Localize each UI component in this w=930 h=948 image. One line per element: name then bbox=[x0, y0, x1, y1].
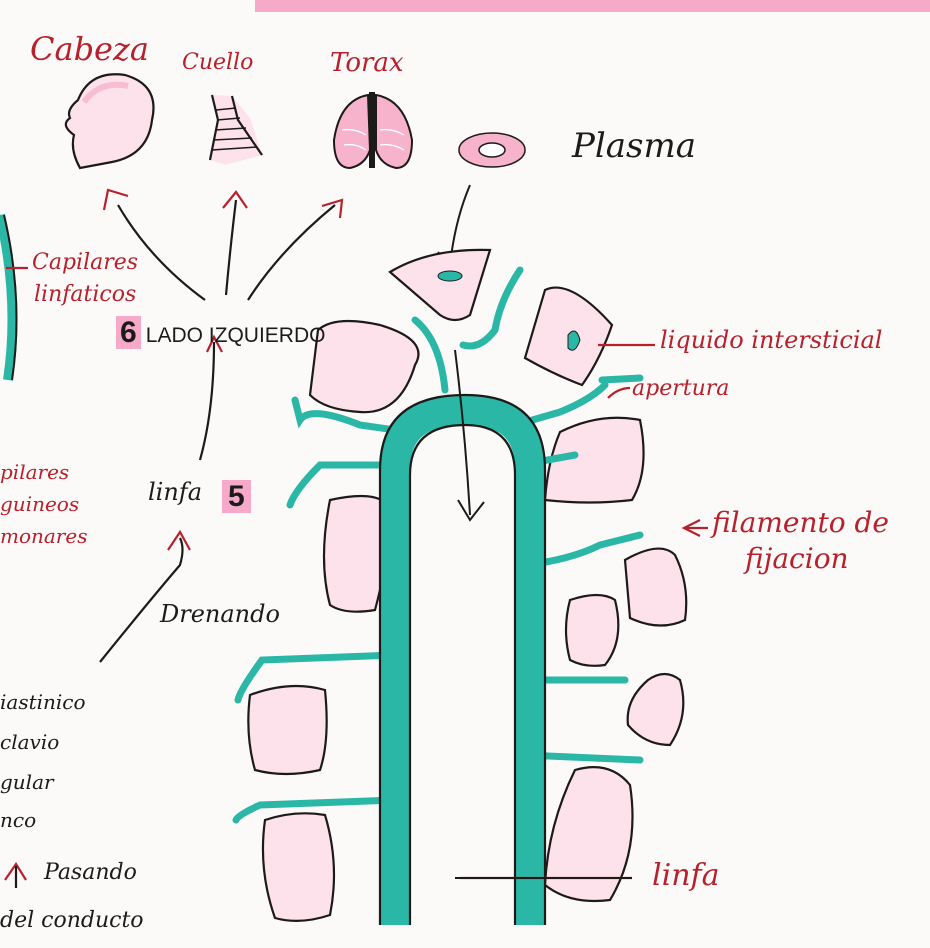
tissue-cell bbox=[324, 496, 388, 612]
label-filamento-2: fijacion bbox=[745, 542, 849, 575]
lungs-icon bbox=[334, 92, 412, 168]
label-del-conducto: del conducto bbox=[0, 908, 144, 933]
top-highlight-band bbox=[255, 0, 930, 12]
label-torax: Torax bbox=[330, 48, 404, 78]
lado-izquierdo-row: 6 LADO IZQUIERDO bbox=[116, 316, 325, 350]
lymphatic-capillary bbox=[395, 410, 530, 925]
label-lado-izquierdo: LADO IZQUIERDO bbox=[146, 324, 326, 347]
tissue-cell bbox=[263, 813, 334, 921]
tissue-cell bbox=[248, 686, 326, 774]
left-vessel-edge bbox=[0, 215, 13, 380]
tissue-cell bbox=[545, 767, 633, 901]
label-mediastinico: iastinico bbox=[0, 690, 86, 714]
tissue-cell bbox=[628, 674, 684, 745]
label-capilares-linfaticos-1: Capilares bbox=[32, 250, 138, 275]
tissue-cell bbox=[310, 321, 418, 412]
head-icon bbox=[66, 74, 154, 168]
label-cabeza: Cabeza bbox=[30, 30, 149, 68]
label-subclavio: clavio bbox=[0, 730, 59, 754]
label-cuello: Cuello bbox=[182, 50, 253, 75]
label-plasma: Plasma bbox=[572, 126, 696, 166]
label-filamento-1: filamento de bbox=[712, 506, 889, 539]
tissue-cell bbox=[390, 250, 490, 320]
flow-arrow bbox=[455, 350, 470, 515]
step-6-badge: 6 bbox=[116, 316, 141, 349]
label-capilares-linfaticos-2: linfaticos bbox=[34, 282, 136, 307]
label-capilares-sanguineos-3: monares bbox=[0, 524, 87, 548]
label-pasando: Pasando bbox=[44, 860, 137, 885]
plasma-cell-icon bbox=[459, 133, 525, 167]
label-yugular: gular bbox=[0, 770, 54, 794]
label-tronco: nco bbox=[0, 808, 36, 832]
tissue-cell bbox=[625, 549, 686, 626]
flow-arrowhead bbox=[458, 500, 484, 520]
arrows-to-regions bbox=[118, 200, 335, 300]
label-linfa-bottom: linfa bbox=[652, 858, 720, 893]
label-capilares-sanguineos-1: pilares bbox=[0, 460, 69, 484]
label-drenando: Drenando bbox=[160, 600, 280, 628]
label-capilares-sanguineos-2: guineos bbox=[0, 492, 79, 516]
neck-icon bbox=[210, 95, 262, 165]
label-linfa-left: linfa bbox=[148, 478, 202, 506]
interstitial-fluid-drop bbox=[438, 271, 462, 281]
tissue-cells bbox=[248, 250, 686, 921]
lymphatic-capillary-inner bbox=[410, 425, 515, 925]
label-liquido-intersticial: liquido intersticial bbox=[660, 326, 882, 354]
step-5-badge: 5 bbox=[222, 480, 251, 513]
step-5-badge-wrap: 5 bbox=[222, 480, 251, 514]
label-apertura: apertura bbox=[632, 376, 729, 401]
tissue-cell bbox=[566, 595, 618, 666]
